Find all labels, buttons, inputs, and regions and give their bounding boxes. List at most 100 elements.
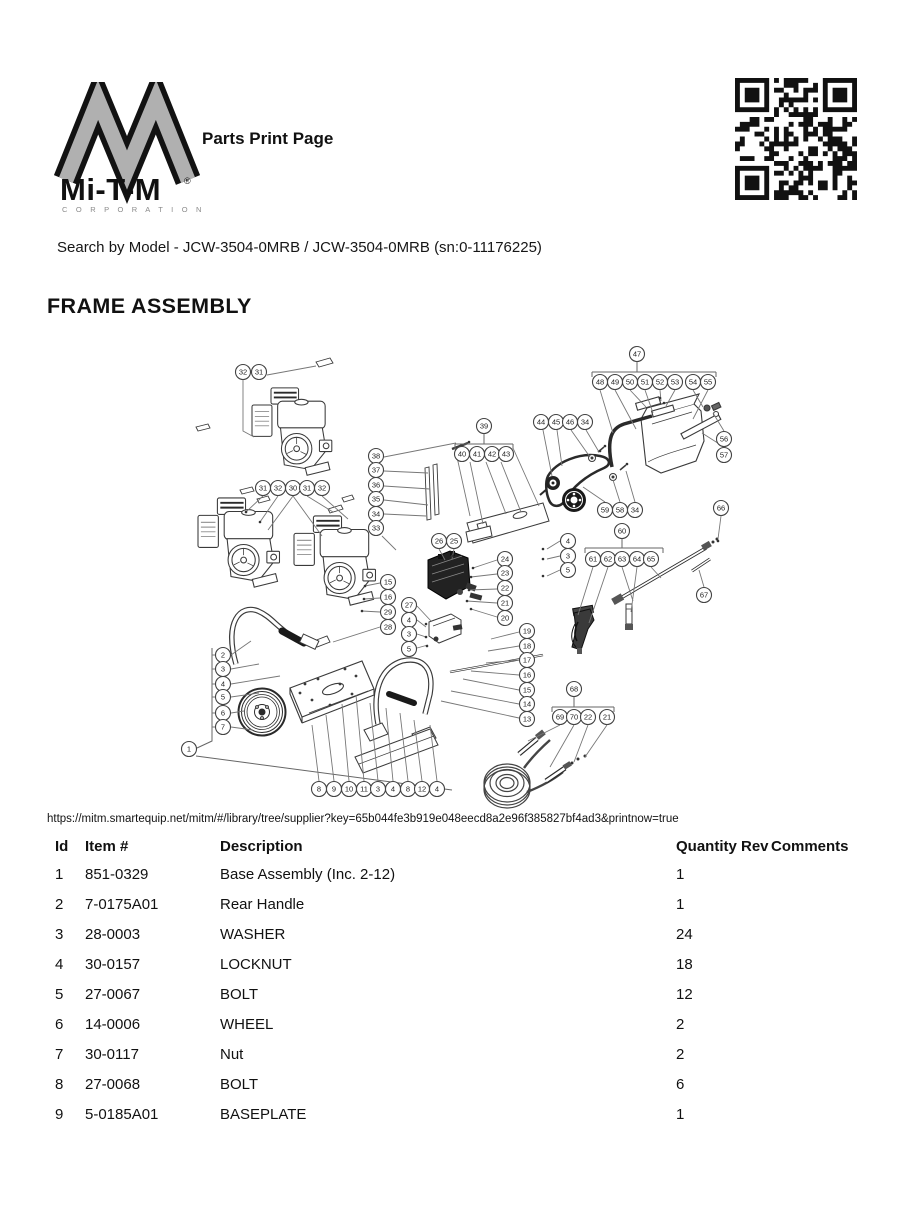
part-callout-balloon: 6 [214,704,232,722]
baseplate-illustration [289,660,375,724]
svg-text:17: 17 [523,656,531,665]
part-callout-balloon: 67 [695,586,713,604]
svg-text:2: 2 [221,651,225,660]
svg-text:65: 65 [647,555,655,564]
row-description: BOLT [220,986,259,1003]
part-callout-balloon: 33 [367,519,385,537]
part-callout-balloon: 15 [379,573,397,591]
row-id: 7 [55,1046,64,1063]
part-callout-balloon: 3 [214,660,232,678]
svg-text:3: 3 [407,630,411,639]
svg-text:62: 62 [604,555,612,564]
part-callout-balloon: 35 [367,490,385,508]
page-title: Parts Print Page [202,129,334,148]
row-quantity: 2 [676,1046,685,1063]
part-callout-balloon: 59 [596,501,614,519]
svg-text:53: 53 [671,378,679,387]
section-title: FRAME ASSEMBLY [47,294,252,318]
svg-text:31: 31 [303,484,311,493]
part-callout-balloon: 4 [384,780,402,798]
svg-text:41: 41 [473,450,481,459]
part-callout-balloon: 34 [626,501,644,519]
qr-modules [735,78,857,200]
belt-and-pulleys [539,446,627,512]
svg-text:8: 8 [406,785,410,794]
svg-text:37: 37 [372,466,380,475]
row-quantity: 18 [676,956,693,973]
row-id: 9 [55,1106,64,1123]
part-callout-balloon: 58 [611,501,629,519]
row-description: Base Assembly (Inc. 2-12) [220,866,396,883]
svg-text:64: 64 [633,555,641,564]
svg-text:32: 32 [239,368,247,377]
svg-text:35: 35 [372,495,380,504]
part-callout-balloon: 5 [400,640,418,658]
svg-text:66: 66 [717,504,725,513]
part-callout-balloon: 4 [428,780,446,798]
engine-illustration-middle [293,514,377,607]
part-callout-balloon: 3 [369,780,387,798]
model-search-line: Search by Model - JCW-3504-0MRB / JCW-35… [57,239,542,256]
part-callout-balloon: 32 [313,479,331,497]
svg-text:32: 32 [274,484,282,493]
svg-text:38: 38 [372,452,380,461]
part-callout-balloon: 16 [518,666,536,684]
row-quantity: 1 [676,866,685,883]
svg-text:34: 34 [581,418,589,427]
svg-text:63: 63 [618,555,626,564]
svg-text:31: 31 [259,484,267,493]
part-callout-balloon: 41 [468,445,486,463]
part-callout-balloon: 29 [379,603,397,621]
svg-text:34: 34 [631,506,639,515]
svg-text:47: 47 [633,350,641,359]
svg-text:31: 31 [255,368,263,377]
svg-text:4: 4 [566,537,570,546]
part-callout-balloon: 68 [565,680,583,698]
svg-text:15: 15 [384,578,392,587]
part-callout-balloon: 53 [666,373,684,391]
part-callout-balloon: 10 [340,780,358,798]
svg-text:18: 18 [523,642,531,651]
part-callout-balloon: 31 [254,479,272,497]
row-description: BASEPLATE [220,1106,307,1123]
part-callout-balloon: 21 [598,708,616,726]
part-callout-balloon: 36 [367,476,385,494]
row-rev [741,1010,771,1040]
row-rev [741,980,771,1010]
part-callout-balloon: 37 [367,461,385,479]
part-callout-balloon: 30 [284,479,302,497]
svg-text:43: 43 [502,450,510,459]
row-quantity: 2 [676,1016,685,1033]
part-callout-balloon: 11 [355,780,373,798]
row-rev [741,890,771,920]
row-item-number: 27-0067 [85,986,141,1003]
part-callout-balloon: 22 [579,708,597,726]
svg-text:4: 4 [435,785,439,794]
part-callout-balloon: 63 [613,550,631,568]
row-description: Rear Handle [220,896,305,913]
part-callout-balloon: 43 [497,445,515,463]
unloader-illustration [428,613,463,644]
frame-assembly-diagram: 3231313230313238373635343339404142434445… [180,345,733,809]
part-callout-balloon: 31 [250,363,268,381]
svg-text:39: 39 [480,422,488,431]
part-callout-balloon: 4 [559,532,577,550]
svg-text:42: 42 [488,450,496,459]
row-comments [771,890,906,920]
svg-text:20: 20 [501,614,509,623]
row-quantity: 1 [676,896,685,913]
part-callout-balloon: 23 [496,564,514,582]
svg-text:16: 16 [384,593,392,602]
part-callout-balloon: 49 [606,373,624,391]
column-header-desc: Description [220,838,303,855]
part-callout-balloon: 3 [559,547,577,565]
